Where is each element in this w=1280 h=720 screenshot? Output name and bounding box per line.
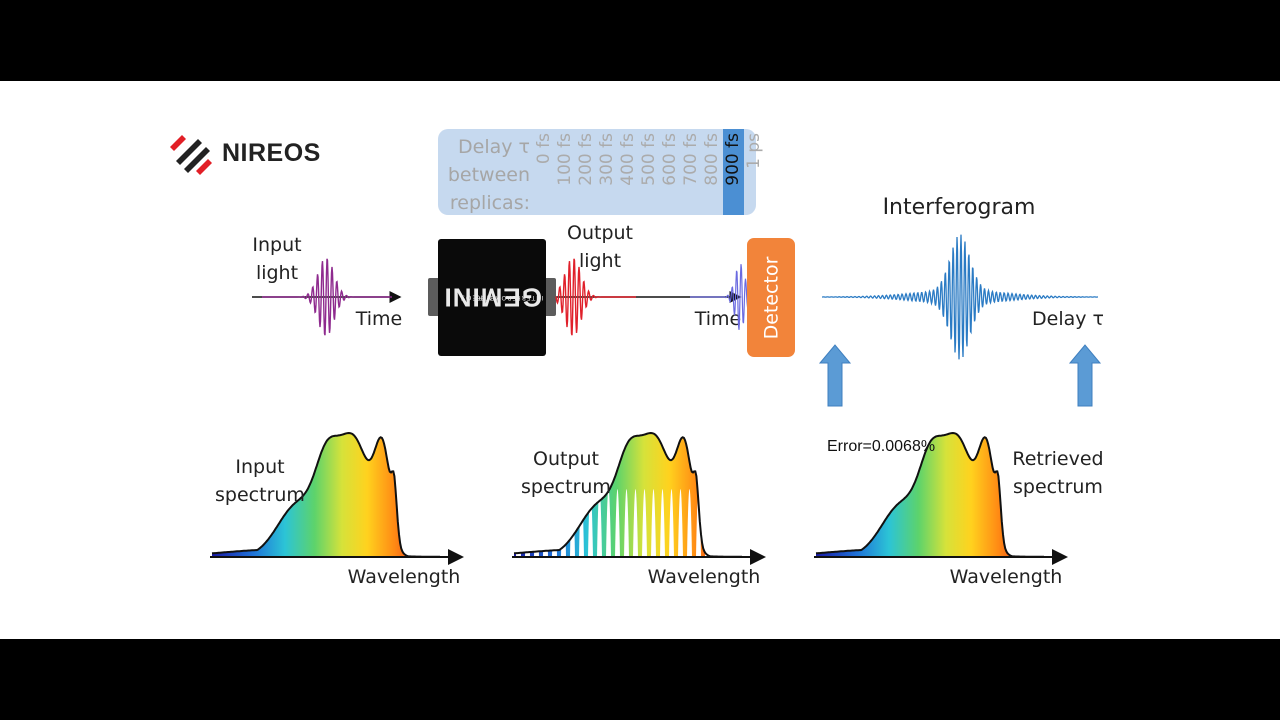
output-spectrum-axis-label: Wavelength [647,566,761,588]
gemini-interferometer: NIREOS GEMINI INTERFEROMETER [438,239,546,356]
input-light-label: Input light [248,231,306,287]
input-spectrum-outline [211,431,440,558]
gemini-output-port [544,278,556,316]
retrieved-spectrum-label-line1: Retrieved [1012,448,1104,470]
fringe-gap [705,489,710,557]
delay-label-line: between [447,164,530,186]
fringe-gap [633,489,638,557]
input-spectrum-label-line1: Input [235,456,285,478]
retrieved-spectrum-plot [814,431,1068,565]
fringe-gap [687,489,692,557]
retrieved-spectrum-label: Retrieved spectrum [1008,445,1108,501]
fringe-gap [669,489,674,557]
interferogram-axis-label: Delay τ [1032,308,1104,330]
fringe-gap [723,489,728,557]
beam-diagram [210,234,1102,565]
output-light-label: Output light [562,219,638,275]
input-time-label: Time [355,308,403,330]
fringe-gap [597,489,602,557]
fringe-gap [678,489,683,557]
retrieved-spectrum-axis-label: Wavelength [949,566,1063,588]
error-value: Error=0.0068% [827,438,936,455]
input-spectrum-label: Input spectrum [212,453,308,509]
output-spectrum-label: Output spectrum [516,445,616,501]
nireos-logo-icon [170,135,212,175]
fringe-gap [615,489,620,557]
input-spectrum-label-line2: spectrum [215,484,305,506]
detector: Detector [747,238,795,357]
input-light-label-line1: Input [252,234,302,256]
fringe-gap [651,489,656,557]
output-light-label-line2: light [578,250,622,272]
gemini-input-port [428,278,440,316]
up-arrow-left [818,344,852,407]
input-spectrum-axis-label: Wavelength [347,566,461,588]
delay-label-line: replicas: [449,192,530,214]
retrieved-spectrum-outline [815,431,1044,558]
interferogram-trace [822,234,1098,360]
fringe-gap [741,489,742,557]
output-spectrum-outline [513,431,742,558]
fringe-gap [642,489,647,557]
input-pulse [262,258,392,336]
nireos-logo: NIREOS [168,131,321,175]
detector-label: Detector [760,256,783,339]
fringe-gap [624,489,629,557]
output-light-label-line1: Output [567,222,633,244]
up-arrow-right [1068,344,1102,407]
delay-label: Delay τ between replicas: [438,133,530,217]
fringe-gap [606,489,611,557]
gemini-subtitle: INTERFEROMETER [474,294,544,301]
fringe-gap [660,489,665,557]
logo-text: NIREOS [222,138,321,167]
input-light-label-line2: light [255,262,299,284]
delay-option[interactable]: 900 fs [723,129,744,215]
delay-label-line: Delay τ [458,136,530,158]
fringe-gap [714,489,719,557]
output-replica-pulse [690,264,749,330]
output-time-label: Time [694,308,742,330]
interferogram-title: Interferogram [882,195,1036,220]
input-spectrum-plot [210,431,464,565]
output-spectrum-label-line1: Output [533,448,599,470]
fringe-gap [732,489,737,557]
retrieved-spectrum-label-line2: spectrum [1013,476,1103,498]
output-pulse [555,258,636,336]
input-spectrum-fill [212,433,440,557]
output-spectrum-label-line2: spectrum [521,476,611,498]
retrieved-spectrum-fill [816,433,1044,557]
